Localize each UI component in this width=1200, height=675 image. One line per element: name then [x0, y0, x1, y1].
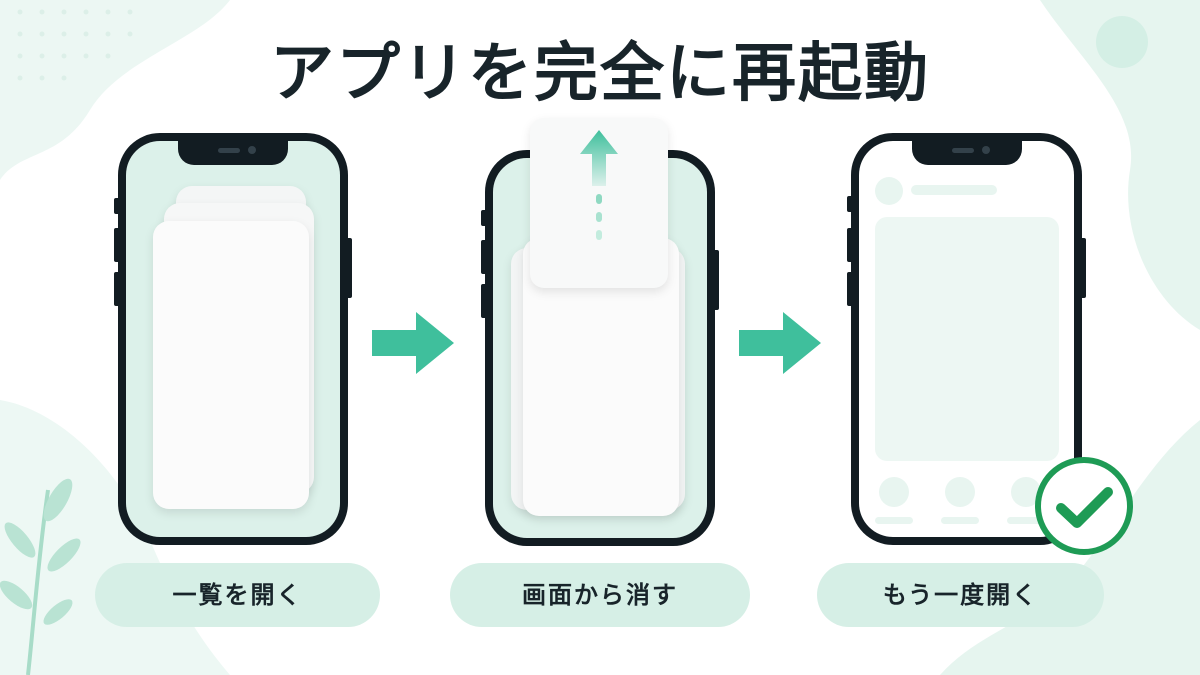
step-label-3: もう一度開く	[817, 563, 1104, 627]
tab-label-placeholder	[1007, 517, 1045, 524]
phone-volume-button	[847, 272, 853, 306]
right-arrow-icon	[739, 312, 821, 374]
phone-notch	[911, 139, 1022, 165]
tab-icon-placeholder	[945, 477, 975, 507]
phone-notch	[178, 139, 288, 165]
tab-icon-placeholder	[879, 477, 909, 507]
phone-screen	[859, 141, 1074, 537]
tab-label-placeholder	[941, 517, 979, 524]
phone-app-switcher	[118, 133, 348, 545]
avatar-placeholder	[875, 177, 903, 205]
step-label-2: 画面から消す	[450, 563, 750, 627]
phone-power-button	[1080, 238, 1086, 298]
phone-screen	[126, 141, 340, 537]
phone-volume-button	[114, 228, 120, 262]
up-arrow-icon	[580, 130, 618, 240]
leaf-branch-icon	[0, 478, 81, 675]
phone-volume-button	[847, 228, 853, 262]
right-arrow-icon	[372, 312, 454, 374]
check-circle-icon	[1035, 457, 1133, 555]
app-card-front[interactable]	[153, 221, 309, 509]
tab-label-placeholder	[875, 517, 913, 524]
step-label-1: 一覧を開く	[95, 563, 380, 627]
phone-power-button	[713, 250, 719, 310]
phone-side-button	[481, 210, 487, 226]
phone-side-button	[114, 198, 120, 214]
phone-side-button	[847, 196, 853, 212]
content-placeholder	[875, 217, 1059, 461]
phone-power-button	[346, 238, 352, 298]
phone-relaunched	[851, 133, 1082, 545]
phone-volume-button	[481, 284, 487, 318]
page-title: アプリを完全に再起動	[270, 37, 930, 111]
phone-volume-button	[481, 240, 487, 274]
phone-volume-button	[114, 272, 120, 306]
header-placeholder	[911, 185, 997, 195]
phone-screen	[493, 158, 707, 538]
